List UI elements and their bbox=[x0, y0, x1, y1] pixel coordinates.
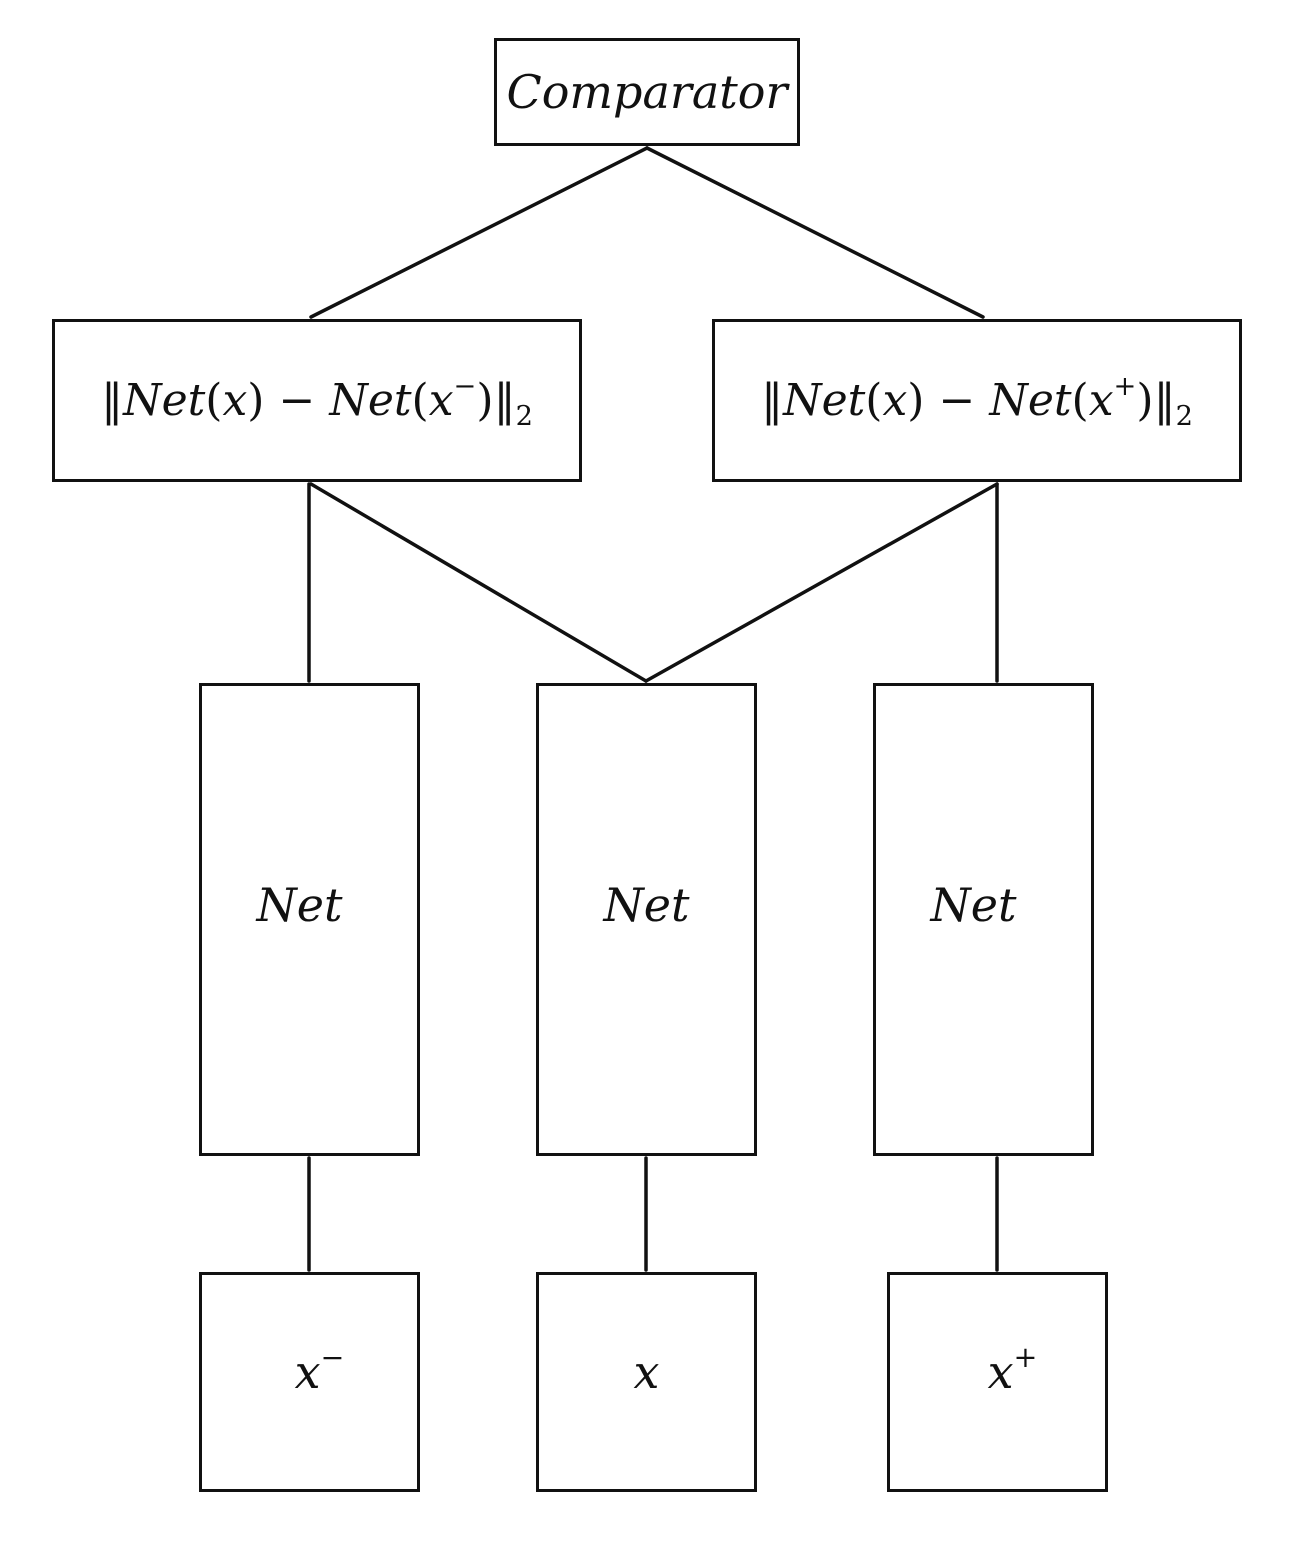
input-negative-label: x− bbox=[294, 1341, 345, 1399]
distance-negative-box: ‖Net(x) − Net(x−)‖2 bbox=[52, 319, 582, 482]
input-anchor-box: x bbox=[536, 1272, 757, 1492]
network-label: Net bbox=[256, 877, 343, 932]
network-label: Net bbox=[930, 877, 1017, 932]
network-box-positive: Net bbox=[873, 683, 1094, 1156]
distance-negative-formula: ‖Net(x) − Net(x−)‖2 bbox=[101, 371, 533, 432]
input-negative-box: x− bbox=[199, 1272, 420, 1492]
link-comparator-to-dist-pos bbox=[645, 146, 985, 319]
comparator-box: Comparator bbox=[494, 38, 800, 146]
comparator-label: Comparator bbox=[506, 65, 788, 119]
input-positive-label: x+ bbox=[987, 1341, 1038, 1399]
link-dist-neg-to-net-mid bbox=[309, 482, 648, 683]
distance-positive-formula: ‖Net(x) − Net(x+)‖2 bbox=[761, 371, 1193, 432]
network-label: Net bbox=[603, 877, 690, 932]
network-box-negative: Net bbox=[199, 683, 420, 1156]
distance-positive-box: ‖Net(x) − Net(x+)‖2 bbox=[712, 319, 1242, 482]
link-comparator-to-dist-neg bbox=[309, 146, 649, 319]
input-anchor-label: x bbox=[633, 1345, 660, 1399]
network-box-anchor: Net bbox=[536, 683, 757, 1156]
link-dist-pos-to-net-mid bbox=[644, 482, 999, 683]
input-positive-box: x+ bbox=[887, 1272, 1108, 1492]
